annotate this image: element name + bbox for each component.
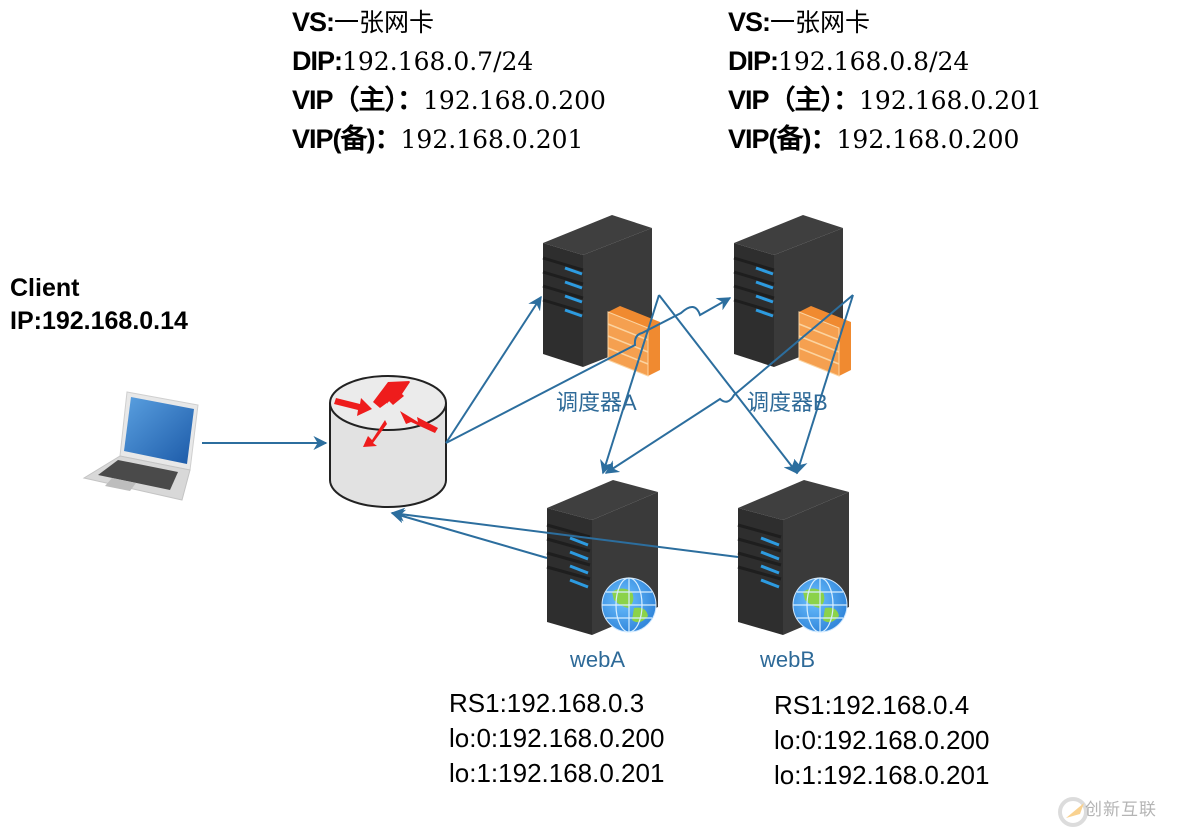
web-a-server-icon — [546, 480, 658, 635]
web-b-label: webB — [760, 647, 816, 672]
web-a-config: RS1:192.168.0.3 lo:0:192.168.0.200 lo:1:… — [449, 686, 664, 791]
vip-master-label: VIP（主）： — [728, 85, 860, 115]
web-b-config: RS1:192.168.0.4 lo:0:192.168.0.200 lo:1:… — [774, 688, 989, 793]
lb-a-label: 调度器A — [556, 390, 637, 415]
lb-a-config: VS:一张网卡 DIP:192.168.0.7/24 VIP（主）：192.16… — [292, 3, 606, 159]
dip-label: DIP: — [292, 46, 343, 76]
vip-master-value: 192.168.0.201 — [859, 86, 1042, 115]
vip-master-label: VIP（主）： — [292, 85, 424, 115]
lo1-ip: lo:1:192.168.0.201 — [774, 760, 990, 790]
link-web-a-router — [390, 509, 548, 559]
globe-icon — [792, 577, 848, 633]
lo1-ip: lo:1:192.168.0.201 — [449, 758, 665, 788]
client-title: Client — [10, 274, 80, 302]
rs-ip: RS1:192.168.0.3 — [449, 688, 645, 718]
vs-label: VS: — [728, 7, 771, 37]
web-a-label: webA — [570, 647, 626, 672]
link-lb-b-web-a — [604, 294, 854, 474]
link-lb-a-web-b — [658, 294, 798, 475]
vs-value: 一张网卡 — [770, 8, 871, 37]
lb-a-server-icon — [542, 215, 660, 377]
lo0-ip: lo:0:192.168.0.200 — [449, 723, 665, 753]
vip-master-value: 192.168.0.200 — [423, 86, 606, 115]
watermark-logo-icon — [1058, 797, 1088, 827]
watermark: 创新互联 — [1053, 795, 1157, 820]
link-lb-a-web-a — [600, 294, 660, 475]
dip-label: DIP: — [728, 46, 779, 76]
lb-b-config: VS:一张网卡 DIP:192.168.0.8/24 VIP（主）：192.16… — [728, 3, 1042, 159]
link-router-lb-a — [445, 295, 542, 444]
lb-b-label: 调度器B — [747, 390, 828, 415]
lo0-ip: lo:0:192.168.0.200 — [774, 725, 990, 755]
link-lb-b-web-b — [794, 294, 854, 475]
link-web-b-router — [390, 507, 739, 558]
watermark-text: 创新互联 — [1085, 800, 1157, 819]
globe-icon — [601, 577, 657, 633]
client-label: Client IP:192.168.0.14 — [10, 272, 188, 338]
laptop-icon — [82, 391, 199, 501]
vip-backup-value: 192.168.0.200 — [836, 125, 1020, 154]
vs-label: VS: — [292, 7, 335, 37]
router-icon — [329, 375, 447, 508]
vip-backup-label: VIP(备)： — [292, 124, 402, 154]
vip-backup-label: VIP(备)： — [728, 124, 838, 154]
vs-value: 一张网卡 — [334, 8, 435, 37]
lb-b-server-icon — [733, 215, 851, 377]
link-router-lb-b — [445, 297, 732, 444]
firewall-icon — [798, 306, 851, 377]
vip-backup-value: 192.168.0.201 — [400, 125, 584, 154]
rs-ip: RS1:192.168.0.4 — [774, 690, 970, 720]
client-ip: IP:192.168.0.14 — [10, 307, 188, 335]
web-b-server-icon — [737, 480, 849, 635]
dip-value: 192.168.0.8/24 — [778, 47, 970, 76]
dip-value: 192.168.0.7/24 — [342, 47, 534, 76]
